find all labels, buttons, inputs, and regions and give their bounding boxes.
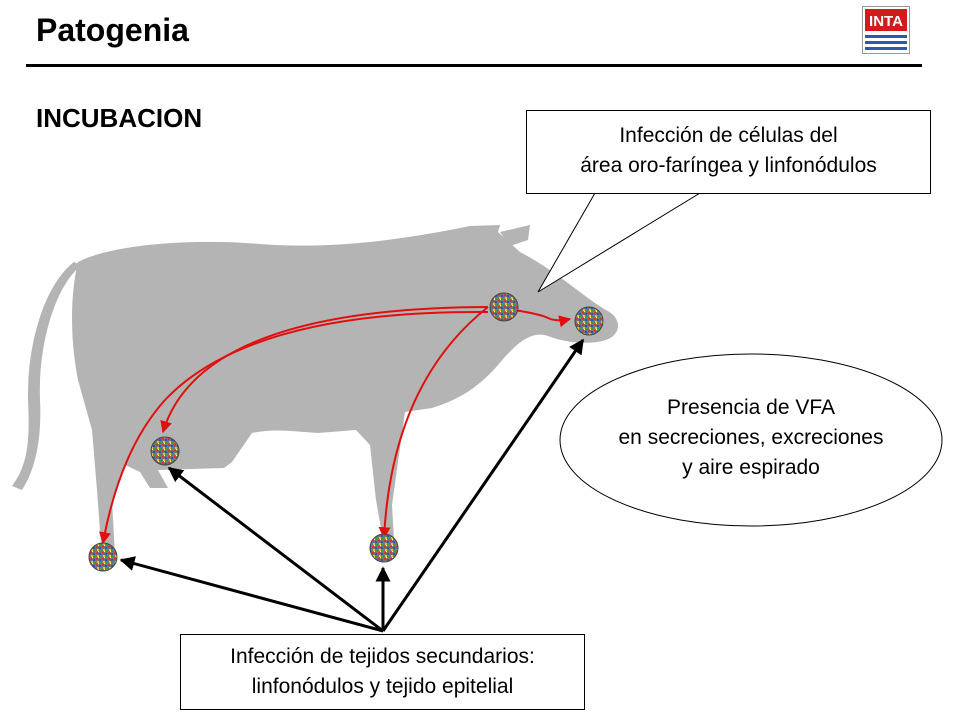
arrow-to-muzzle — [513, 309, 572, 328]
black-infection-arrows — [119, 338, 585, 633]
bottom-callout-line2: linfonódulos y tejido epitelial — [251, 675, 514, 698]
callout-pointer — [537, 192, 702, 293]
virus-lesions — [88, 292, 604, 572]
ellipse-callout-text: Presencia de VFA en secreciones, excreci… — [566, 393, 936, 483]
ellipse-line3: y aire espirado — [682, 456, 820, 479]
bottom-callout-box: Infección de tejidos secundarios: linfon… — [180, 634, 585, 710]
virus-lesion-muzzle — [574, 306, 604, 336]
bottom-callout-line1: Infección de tejidos secundarios: — [230, 645, 535, 668]
arrow-to-muzzle-lesion — [381, 338, 585, 632]
arrow-to-udder — [378, 306, 489, 540]
red-spread-arrows — [99, 306, 572, 545]
section-subtitle: INCUBACION — [36, 103, 203, 133]
page-title: Patogenia — [36, 12, 189, 48]
inta-logo: INTA — [862, 6, 910, 54]
arrow-to-hind-lesion — [119, 556, 384, 633]
top-callout-line2: área oro-faríngea y linfonódulos — [580, 154, 877, 177]
ellipse-line2: en secreciones, excreciones — [618, 426, 884, 449]
top-callout-line1: Infección de células del — [619, 124, 838, 147]
svg-text:INTA: INTA — [869, 13, 903, 30]
cow-silhouette — [12, 225, 618, 558]
arrow-to-front-foot — [160, 306, 489, 434]
arrow-to-front-lesion — [167, 466, 384, 633]
title-divider — [26, 64, 922, 67]
arrow-to-hind-foot — [99, 310, 489, 545]
virus-lesion-pharynx — [489, 292, 519, 322]
ellipse-line1: Presencia de VFA — [666, 396, 836, 419]
virus-lesion-hind-foot — [88, 542, 118, 572]
virus-lesion-front-foot — [150, 436, 180, 466]
ellipse-callout-shape — [559, 353, 943, 527]
virus-lesion-udder — [369, 533, 399, 563]
top-callout-box: Infección de células del área oro-faríng… — [526, 110, 931, 194]
